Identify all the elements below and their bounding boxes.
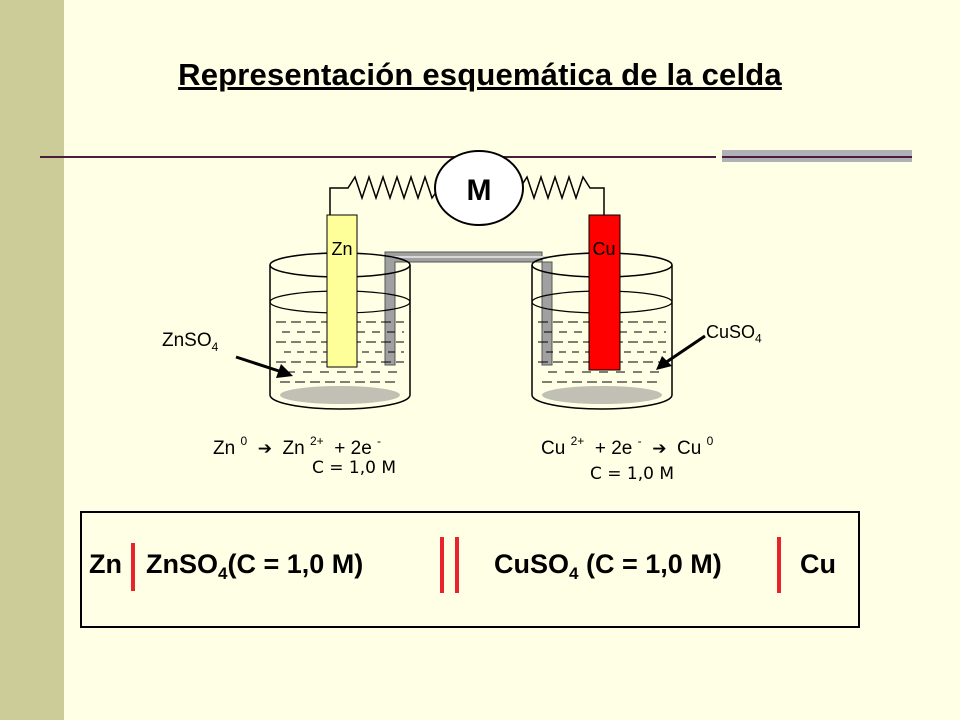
page-title: Representación esquemática de la celda <box>178 57 782 92</box>
salt-bridge-bar-1 <box>440 537 444 593</box>
left-half-reaction: Zn 0 ➔ Zn 2+ + 2e - <box>213 434 382 459</box>
left-sidebar-band <box>0 0 64 720</box>
notation-left-solution: ZnSO4(C = 1,0 M) <box>146 549 364 583</box>
right-solution-pointer <box>664 334 706 365</box>
meter-circle <box>434 150 524 226</box>
salt-bridge <box>384 251 553 366</box>
left-solution-pointer <box>235 355 283 374</box>
right-concentration: C = 1,0 M <box>590 464 675 484</box>
meter-label: M <box>467 174 492 207</box>
right-solution-label: CuSO4 <box>706 322 762 346</box>
right-half-reaction: Cu 2+ + 2e - ➔ Cu 0 <box>541 434 714 459</box>
left-concentration: C = 1,0 M <box>312 458 397 478</box>
right-wire <box>519 174 605 215</box>
right-arrow-icon: ➔ <box>652 439 667 459</box>
left-wire <box>329 174 440 215</box>
copper-electrode <box>588 214 621 371</box>
left-solution-label: ZnSO4 <box>162 330 219 354</box>
phase-boundary-left <box>131 543 135 591</box>
notation-anode: Zn <box>89 549 122 579</box>
notation-cathode: Cu <box>800 549 836 579</box>
notation-right-solution: CuSO4 (C = 1,0 M) <box>494 549 722 583</box>
right-arrow-icon: ➔ <box>257 439 272 459</box>
zinc-electrode <box>326 214 358 368</box>
phase-boundary-right <box>777 537 781 593</box>
salt-bridge-bar-2 <box>455 537 459 593</box>
cell-notation-box <box>80 511 860 628</box>
zinc-electrode-label: Zn <box>331 239 352 259</box>
copper-electrode-label: Cu <box>592 239 615 259</box>
